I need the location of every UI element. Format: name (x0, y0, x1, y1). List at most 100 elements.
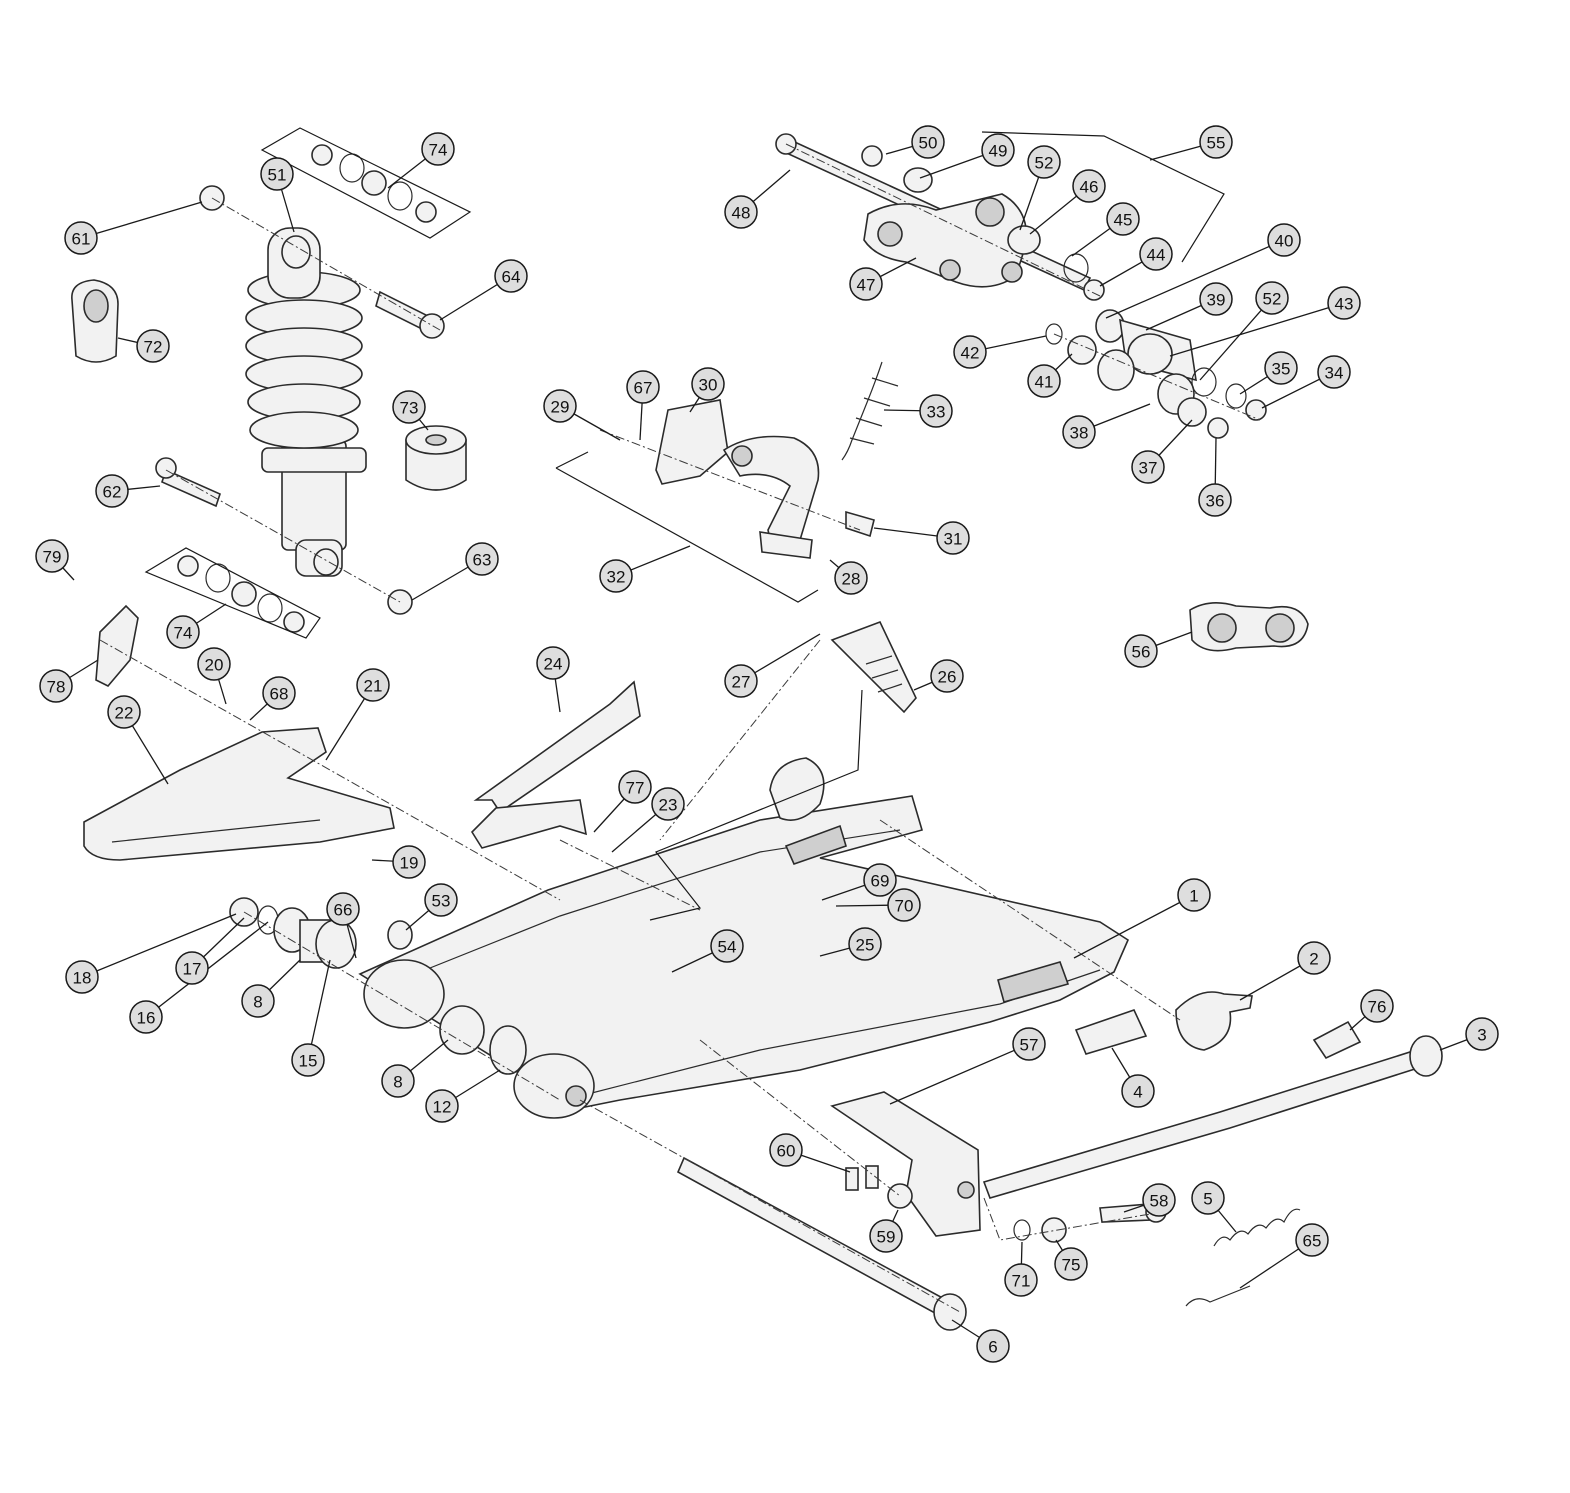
callout-number: 49 (989, 142, 1008, 161)
upper-mount-kit (311, 144, 437, 223)
callout-65: 65 (1295, 1223, 1329, 1257)
callout-number: 65 (1303, 1232, 1322, 1251)
callout-29: 29 (543, 389, 577, 423)
callout-circle (1295, 1223, 1329, 1257)
callout-62: 62 (95, 474, 129, 508)
callout-number: 52 (1035, 154, 1054, 173)
callout-44: 44 (1139, 237, 1173, 271)
callout-79: 79 (35, 539, 69, 573)
part-callouts: 1234568812151617181920212223242526272829… (35, 125, 1499, 1363)
linkage-rocker (775, 133, 1105, 301)
callout-circle (1177, 878, 1211, 912)
callout-number: 43 (1335, 295, 1354, 314)
callout-circle (543, 389, 577, 423)
callout-circle (1139, 237, 1173, 271)
callout-number: 1 (1189, 887, 1198, 906)
callout-number: 47 (857, 276, 876, 295)
callout-circle (981, 133, 1015, 167)
callout-number: 58 (1150, 1192, 1169, 1211)
parts-layer (71, 133, 1443, 1331)
callout-circle (936, 521, 970, 555)
callout-number: 12 (433, 1098, 452, 1117)
callout-2: 2 (1297, 941, 1331, 975)
leader-line-57 (889, 1043, 1030, 1105)
callout-circle (691, 367, 725, 401)
callout-number: 68 (270, 685, 289, 704)
callout-number: 59 (877, 1228, 896, 1247)
callout-54: 54 (710, 929, 744, 963)
callout-circle (1198, 483, 1232, 517)
callout-number: 69 (871, 872, 890, 891)
callout-circle (421, 132, 455, 166)
callout-20: 20 (197, 647, 231, 681)
callout-circle (291, 1043, 325, 1077)
swingarm (358, 795, 1130, 1119)
callout-circle (618, 770, 652, 804)
stand-rod (982, 1035, 1443, 1199)
callout-number: 73 (400, 399, 419, 418)
callout-73: 73 (392, 390, 426, 424)
callout-76: 76 (1360, 989, 1394, 1023)
dogbone-links (1045, 309, 1267, 439)
callout-circle (175, 951, 209, 985)
misc-hardware (845, 1020, 1362, 1307)
callout-number: 34 (1325, 364, 1344, 383)
leader-line-40 (1105, 239, 1285, 319)
callout-number: 3 (1477, 1026, 1486, 1045)
callout-circle (241, 984, 275, 1018)
callout-21: 21 (356, 668, 390, 702)
callout-circle (626, 370, 660, 404)
callout-circle (35, 539, 69, 573)
callout-40: 40 (1267, 223, 1301, 257)
callout-circle (919, 394, 953, 428)
callout-22: 22 (107, 695, 141, 729)
callout-circle (1297, 941, 1331, 975)
callout-circle (848, 927, 882, 961)
callout-32: 32 (599, 559, 633, 593)
callout-12: 12 (425, 1089, 459, 1123)
callout-circle (1062, 415, 1096, 449)
callout-number: 72 (144, 338, 163, 357)
leader-line-52 (1199, 297, 1273, 381)
callout-number: 76 (1368, 998, 1387, 1017)
chain-adjusters (769, 757, 1253, 1055)
callout-42: 42 (953, 335, 987, 369)
callout-circle (1054, 1247, 1088, 1281)
callout-59: 59 (869, 1219, 903, 1253)
callout-57: 57 (1012, 1027, 1046, 1061)
callout-circle (260, 157, 294, 191)
callout-number: 79 (43, 548, 62, 567)
callout-70: 70 (887, 888, 921, 922)
callout-circle (1317, 355, 1351, 389)
callout-circle (39, 669, 73, 703)
callout-number: 15 (299, 1052, 318, 1071)
callout-8: 8 (381, 1064, 415, 1098)
callout-circle (911, 125, 945, 159)
callout-52: 52 (1255, 281, 1289, 315)
callout-number: 20 (205, 656, 224, 675)
callout-number: 56 (1132, 643, 1151, 662)
callout-circle (1191, 1181, 1225, 1215)
callout-number: 57 (1020, 1036, 1039, 1055)
callout-circle (834, 561, 868, 595)
callout-circle (1360, 989, 1394, 1023)
callout-circle (166, 615, 200, 649)
callout-circle (1121, 1074, 1155, 1108)
callout-circle (356, 668, 390, 702)
callout-circle (1255, 281, 1289, 315)
callout-48: 48 (724, 195, 758, 229)
callout-number: 5 (1203, 1190, 1212, 1209)
callout-circle (392, 845, 426, 879)
chain-slider (83, 604, 395, 861)
callout-circle (887, 888, 921, 922)
connecting-rod (1189, 602, 1309, 652)
callout-circle (262, 676, 296, 710)
callout-15: 15 (291, 1043, 325, 1077)
callout-27: 27 (724, 664, 758, 698)
callout-circle (1004, 1263, 1038, 1297)
callout-circle (129, 1000, 163, 1034)
callout-circle (1027, 364, 1061, 398)
callout-52: 52 (1027, 145, 1061, 179)
callout-number: 6 (988, 1338, 997, 1357)
